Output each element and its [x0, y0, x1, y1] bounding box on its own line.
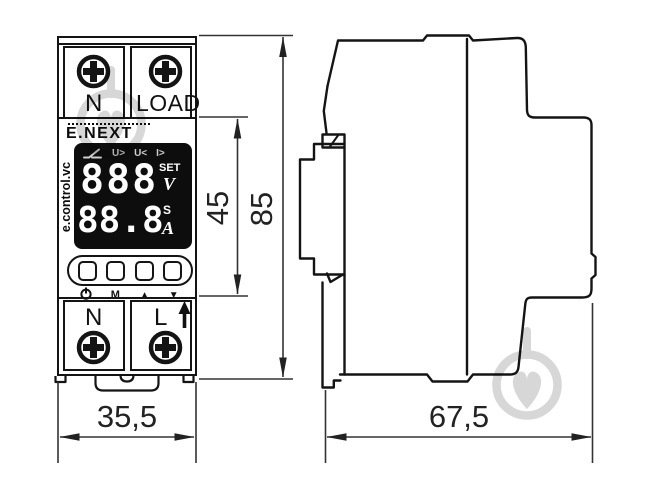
terminal-label-load: LOAD	[136, 90, 201, 116]
mode-button	[106, 260, 126, 281]
lcd-current-value: 88.8	[77, 200, 164, 241]
din-rail-profile	[298, 142, 346, 276]
screw-terminal-icon	[76, 330, 111, 365]
line-direction-arrow-icon	[178, 301, 191, 328]
screw-terminal-icon	[76, 54, 111, 89]
section-divider-bottom	[58, 297, 195, 299]
down-arrow-label: ▼	[168, 289, 179, 301]
front-view-bottom-clip	[54, 375, 195, 392]
up-arrow-label: ▲	[139, 289, 150, 301]
brand-logo: E.NEXT	[66, 125, 133, 142]
button-label-row: M ▲ ▼	[67, 287, 193, 303]
lcd-s-label: S	[163, 203, 172, 217]
lcd-amp-unit: A	[162, 218, 175, 238]
model-name-vertical: e.control.vc	[59, 161, 73, 233]
side-view-outline	[298, 34, 597, 389]
screw-terminal-icon	[148, 330, 183, 365]
terminal-label-l: L	[154, 304, 168, 331]
dimension-display-height: 45	[200, 190, 235, 226]
lcd-icon-i-over: I>	[156, 148, 165, 159]
mode-button-label: M	[110, 289, 120, 301]
dimension-front-width: 35,5	[96, 399, 158, 434]
dimension-total-height: 85	[244, 191, 279, 227]
down-button	[162, 260, 182, 281]
terminal-label-n-top: N	[85, 90, 103, 117]
top-cap-line	[59, 43, 195, 45]
dimension-lines	[57, 34, 594, 463]
lcd-voltage-value: 888	[80, 157, 159, 203]
up-button	[134, 260, 154, 281]
dimension-arrowheads	[59, 37, 592, 441]
power-button	[78, 260, 98, 281]
dimension-side-depth: 67,5	[428, 399, 490, 434]
lcd-volt-unit: V	[163, 174, 176, 194]
screw-terminal-icon	[148, 54, 183, 89]
lcd-display: U> U< I> 888 SET V 88.8 S A	[74, 143, 192, 249]
section-divider-top	[58, 116, 195, 119]
terminal-label-n-bottom: N	[85, 304, 103, 331]
button-row-bezel	[67, 255, 193, 286]
lcd-set-label: SET	[159, 162, 181, 174]
front-view-device-body: N LOAD E.NEXT e.control.vc U> U< I> 888 …	[57, 36, 200, 376]
